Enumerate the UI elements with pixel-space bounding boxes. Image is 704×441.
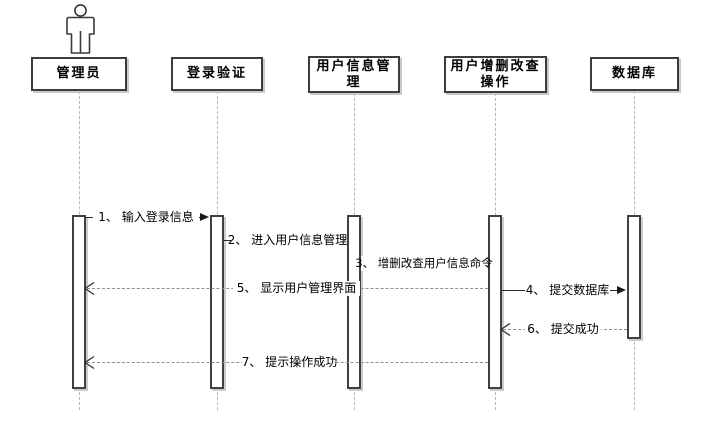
activation-bar-login-verify [210,215,224,389]
activation-bar-user-info-mgmt [347,215,361,389]
lifeline-label: 管理员 [56,66,102,81]
lifeline-label: 登录验证 [186,66,247,81]
message-6-open-arrowhead-icon [500,322,511,337]
person-icon [66,4,95,54]
message-4-arrowhead-icon [617,286,626,294]
message-5-label: 5、 显示用户管理界面 [233,281,360,296]
message-3-label: 3、 增删改查用户信息命令 [355,256,493,271]
lifeline-header-admin: 管理员 [31,57,127,91]
activation-bar-database [627,215,641,339]
lifeline-header-login-verify: 登录验证 [171,57,263,91]
message-1-label: 1、 输入登录信息 [93,210,199,225]
message-7-open-arrowhead-icon [84,355,95,370]
message-6-label: 6、 提交成功 [525,322,601,337]
message-2-label: 2、 进入用户信息管理 [227,233,348,248]
activation-bar-crud-ops [488,215,502,389]
message-1-arrowhead-icon [200,213,209,221]
message-4-label: 4、 提交数据库 [525,283,610,298]
lifeline-label: 用户增删改查操作 [450,58,541,90]
message-5-open-arrowhead-icon [84,281,95,296]
message-7-label: 7、 提示操作成功 [241,355,338,370]
lifeline-header-crud-ops: 用户增删改查操作 [444,56,547,93]
lifeline-label: 用户信息管理 [316,58,392,90]
lifeline-header-user-info-mgmt: 用户信息管理 [308,56,400,93]
lifeline-header-database: 数据库 [590,57,679,91]
lifeline-label: 数据库 [611,66,657,81]
activation-bar-admin [72,215,86,389]
